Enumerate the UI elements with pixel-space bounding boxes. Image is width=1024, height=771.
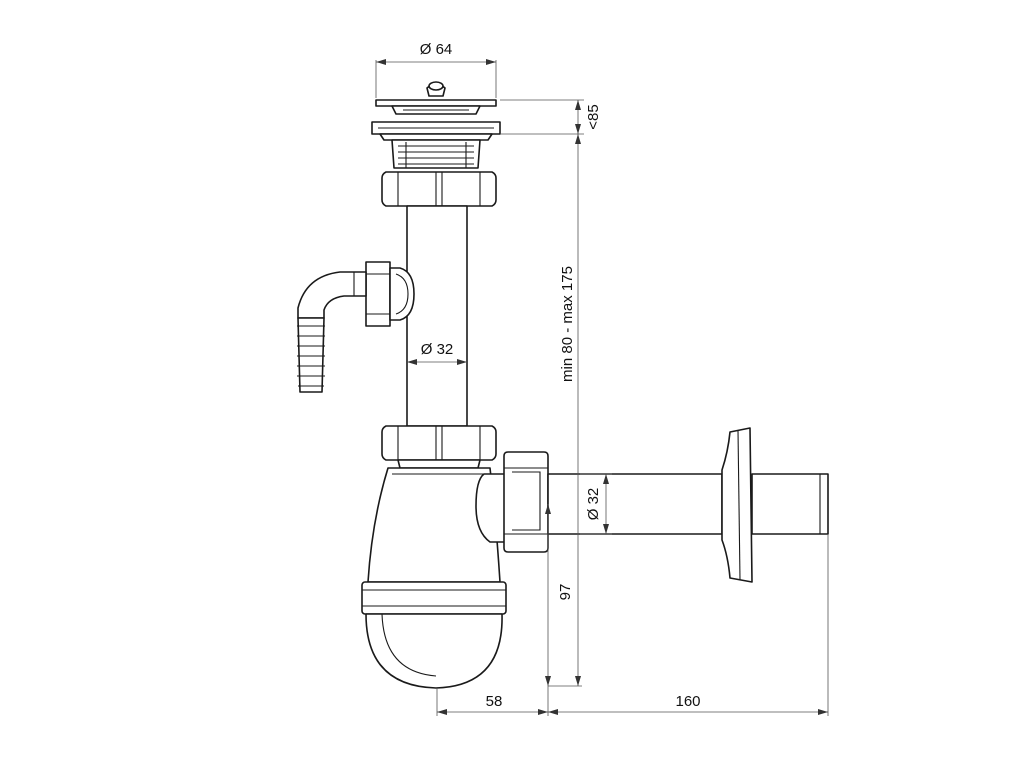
vertical-pipe	[406, 205, 468, 427]
label-top-height: <85	[585, 104, 602, 129]
side-hose-connector	[297, 261, 415, 393]
upper-union-nut	[381, 171, 497, 207]
label-flange-diameter: Ø 64	[420, 41, 453, 58]
dimension-outlet-diameter: Ø 32	[580, 473, 612, 535]
sink-strainer	[371, 81, 501, 169]
dimension-pipe-diameter: Ø 32	[407, 341, 467, 365]
label-outlet-diameter: Ø 32	[585, 488, 602, 521]
label-outlet-length: 160	[675, 693, 700, 710]
label-offset-width: 58	[486, 693, 503, 710]
dimension-top-height: <85	[500, 99, 602, 135]
dimension-adjust-range: min 80 - max 175	[548, 134, 582, 687]
dimension-flange-diameter: Ø 64	[375, 41, 497, 98]
label-bottle-height: 97	[557, 584, 574, 601]
bottle-body	[361, 467, 507, 689]
outlet-assembly	[475, 427, 829, 583]
label-adjust-range: min 80 - max 175	[559, 266, 576, 382]
dimension-horizontal: 58 160	[436, 534, 829, 716]
label-pipe-diameter: Ø 32	[421, 341, 454, 358]
lower-union-nut	[381, 425, 497, 469]
dimension-bottle-height: 97	[545, 504, 574, 686]
